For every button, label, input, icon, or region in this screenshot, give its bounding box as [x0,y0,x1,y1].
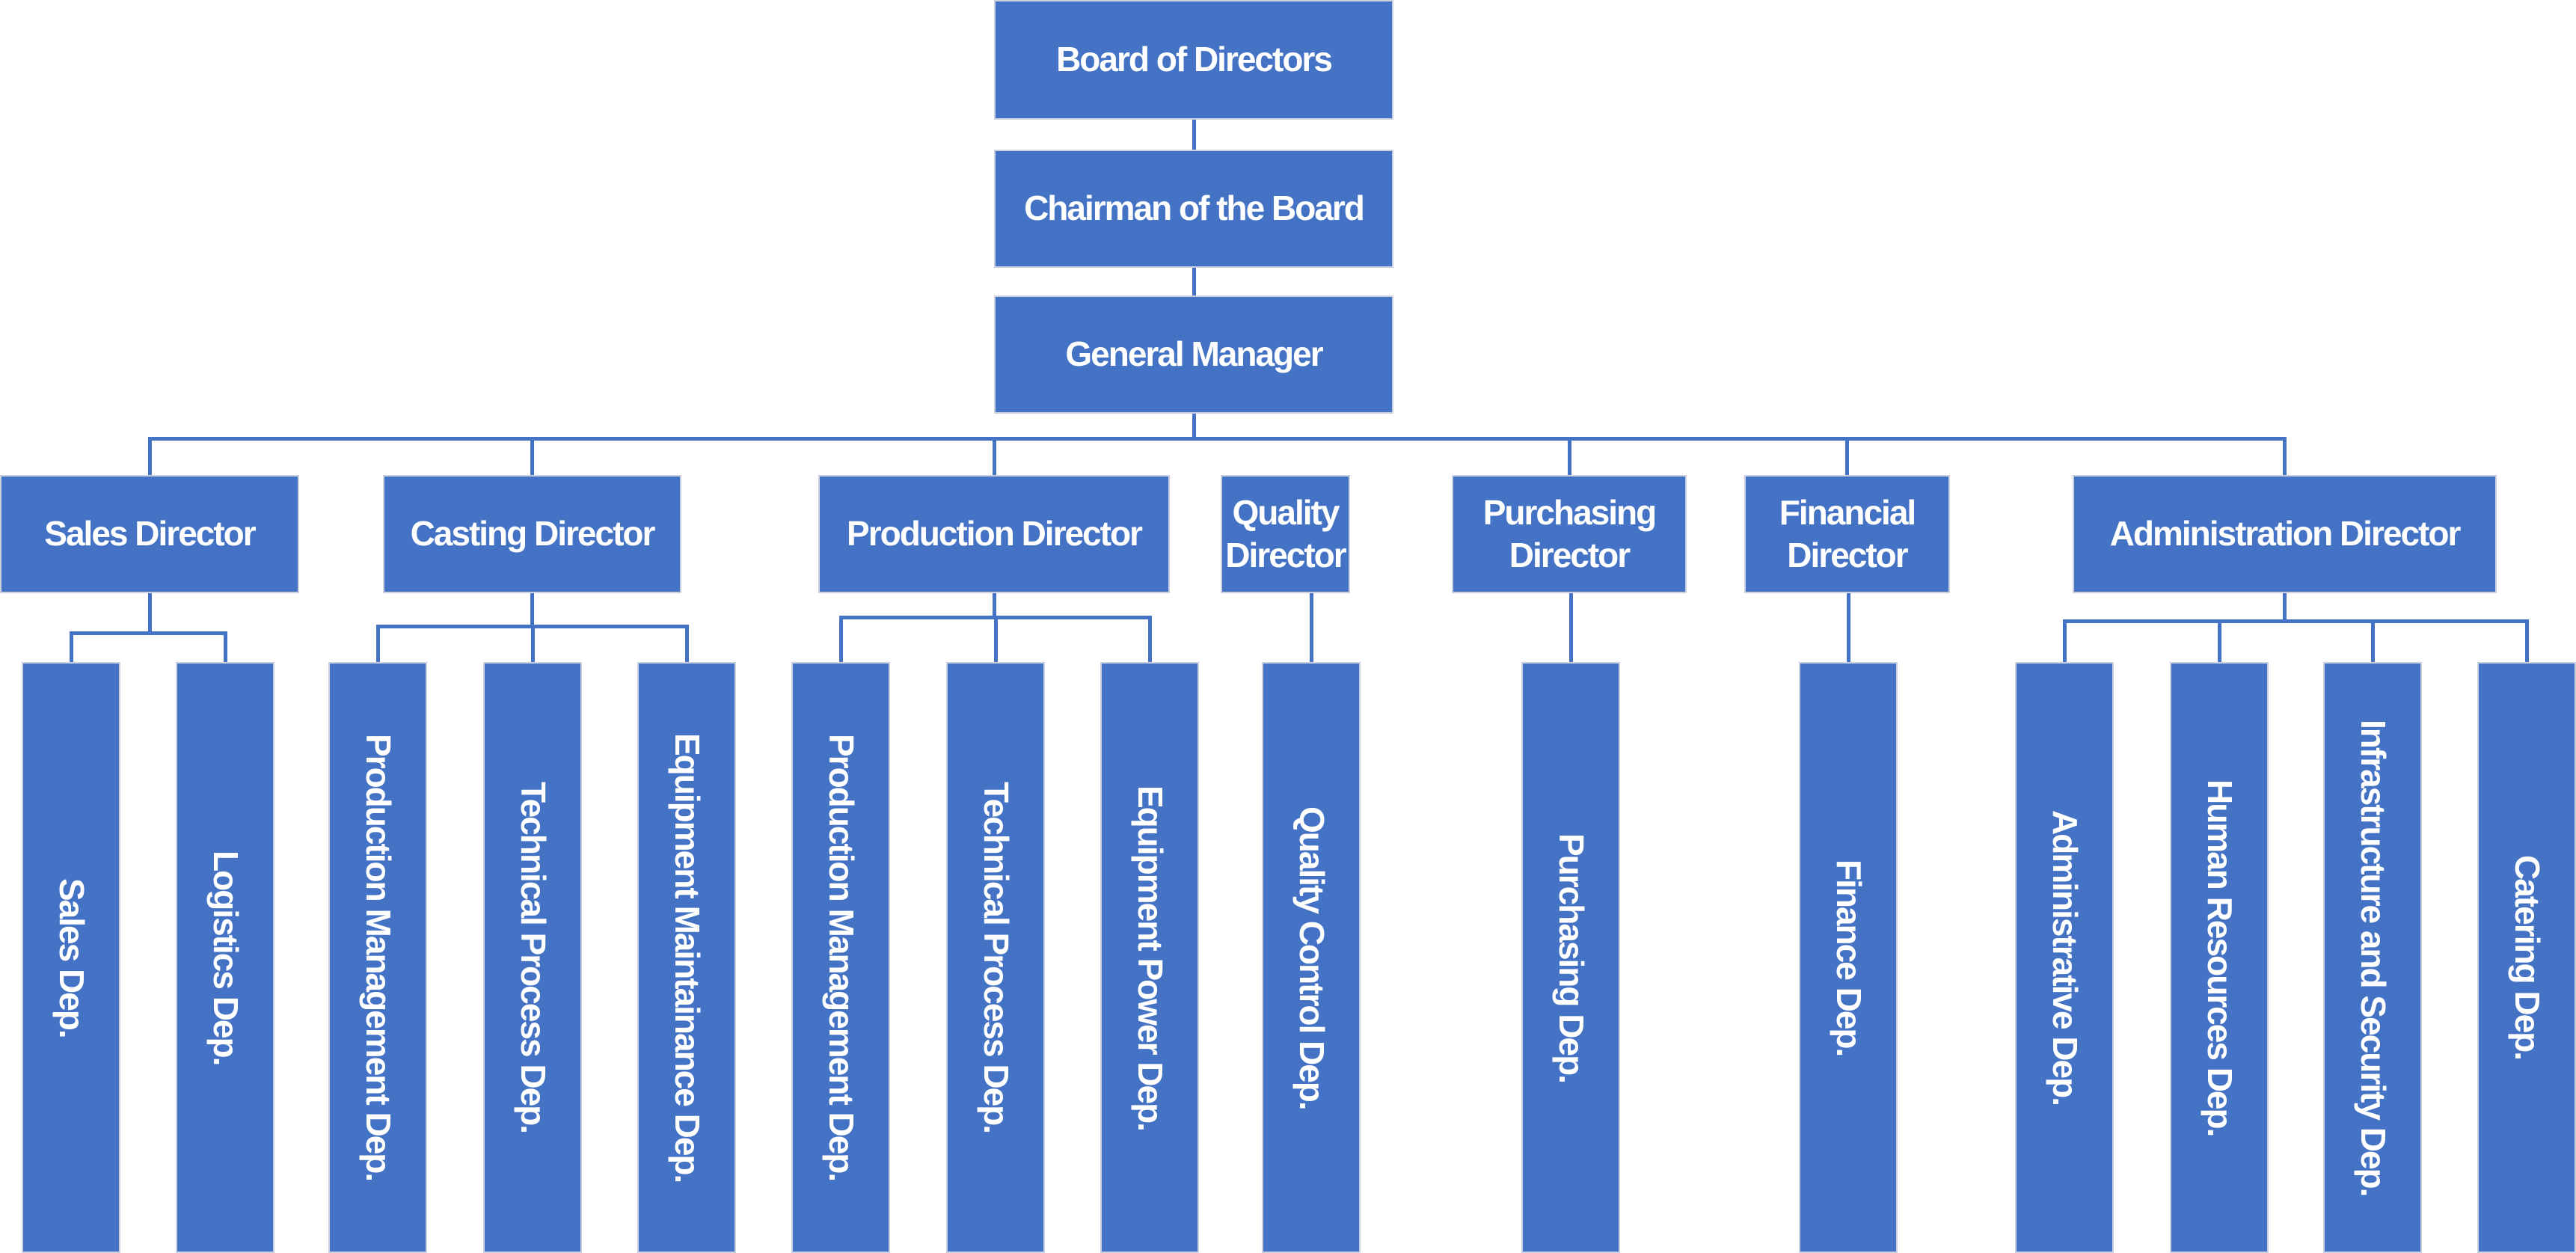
connector-production-to-dept-2 [1147,617,1152,662]
connector-bus-to-production [992,438,996,475]
department-administration-1-label: Human Resources Dep. [2200,779,2239,1136]
connector-bus-to-administration [2283,438,2287,475]
department-production-1-label: Technical Process Dep. [976,782,1016,1133]
department-administration-3: Catering Dep. [2477,662,2576,1253]
department-sales-0: Sales Dep. [22,662,120,1253]
department-production-1: Technical Process Dep. [946,662,1045,1253]
department-administration-2-label: Infrastructure and Security Dep. [2353,719,2393,1196]
connector-administration-sub-bus [2062,619,2529,623]
connector-purchasing-to-dept [1568,593,1573,662]
director-financial: Financial Director [1744,475,1950,593]
director-financial-label: Financial Director [1779,492,1916,575]
department-quality-0: Quality Control Dep. [1262,662,1361,1253]
department-production-0-label: Production Management Dep. [821,734,861,1181]
node-chairman: Chairman of the Board [994,150,1393,268]
director-administration: Administration Director [2073,475,2497,593]
node-gm: General Manager [994,295,1393,414]
department-administration-2: Infrastructure and Security Dep. [2323,662,2422,1253]
department-administration-1: Human Resources Dep. [2170,662,2269,1253]
connector-chairman-to-gm [1192,268,1196,295]
connector-administration-to-dept-3 [2524,621,2529,662]
department-administration-0-label: Administrative Dep. [2045,810,2085,1105]
department-production-2-label: Equipment Power Dep. [1130,785,1170,1130]
connector-bus-to-casting [530,438,534,475]
connector-administration-to-dept-2 [2370,621,2375,662]
director-purchasing-label: Purchasing Director [1482,492,1657,575]
connector-casting-to-dept-2 [684,626,689,662]
node-board: Board of Directors [994,0,1393,120]
department-administration-3-label: Catering Dep. [2507,855,2547,1060]
department-sales-0-label: Sales Dep. [52,877,91,1038]
department-production-0: Production Management Dep. [791,662,890,1253]
connector-gm-to-bus [1192,414,1196,438]
node-chairman-label: Chairman of the Board [1024,189,1365,228]
connector-bus-to-sales [147,438,152,475]
connector-administration-to-dept-0 [2062,621,2067,662]
department-financial-0: Finance Dep. [1799,662,1898,1253]
connector-bus-to-financial [1845,438,1849,475]
connector-administration-to-dept-1 [2217,621,2221,662]
department-casting-0: Production Management Dep. [328,662,427,1253]
department-administration-0: Administrative Dep. [2015,662,2114,1253]
connector-sales-to-dept-1 [223,633,227,662]
connector-casting-to-dept-0 [375,626,380,662]
director-sales: Sales Director [0,475,299,593]
connector-main-bus [147,436,2287,441]
director-sales-label: Sales Director [44,514,256,554]
department-quality-0-label: Quality Control Dep. [1292,806,1331,1109]
connector-board-to-chairman [1192,120,1196,150]
department-purchasing-0: Purchasing Dep. [1521,662,1620,1253]
connector-production-down [992,593,996,617]
department-financial-0-label: Finance Dep. [1829,859,1868,1056]
department-casting-1: Technical Process Dep. [483,662,582,1253]
department-casting-0-label: Production Management Dep. [358,734,398,1181]
director-quality-label: Quality Director [1225,492,1346,575]
connector-bus-to-purchasing [1567,438,1571,475]
director-casting: Casting Director [383,475,681,593]
director-quality: Quality Director [1221,475,1350,593]
connector-casting-to-dept-1 [530,626,535,662]
department-casting-2-label: Equipment Maintainance Dep. [667,732,707,1183]
connector-sales-sub-bus [69,631,227,635]
director-production-label: Production Director [847,514,1143,554]
node-board-label: Board of Directors [1056,40,1333,79]
director-casting-label: Casting Director [410,514,656,554]
node-gm-label: General Manager [1065,334,1323,374]
department-purchasing-0-label: Purchasing Dep. [1551,833,1591,1082]
department-casting-1-label: Technical Process Dep. [513,782,553,1133]
department-sales-1-label: Logistics Dep. [206,850,245,1065]
director-administration-label: Administration Director [2109,514,2462,554]
connector-casting-down [530,593,534,626]
connector-financial-to-dept [1846,593,1850,662]
connector-production-to-dept-0 [838,617,843,662]
connector-administration-down [2283,593,2287,621]
department-casting-2: Equipment Maintainance Dep. [637,662,736,1253]
connector-production-to-dept-1 [993,617,998,662]
connector-quality-to-dept [1309,593,1313,662]
department-sales-1: Logistics Dep. [176,662,275,1253]
department-production-2: Equipment Power Dep. [1100,662,1199,1253]
connector-sales-to-dept-0 [69,633,73,662]
connector-sales-down [147,593,152,633]
director-purchasing: Purchasing Director [1452,475,1687,593]
director-production: Production Director [818,475,1170,593]
